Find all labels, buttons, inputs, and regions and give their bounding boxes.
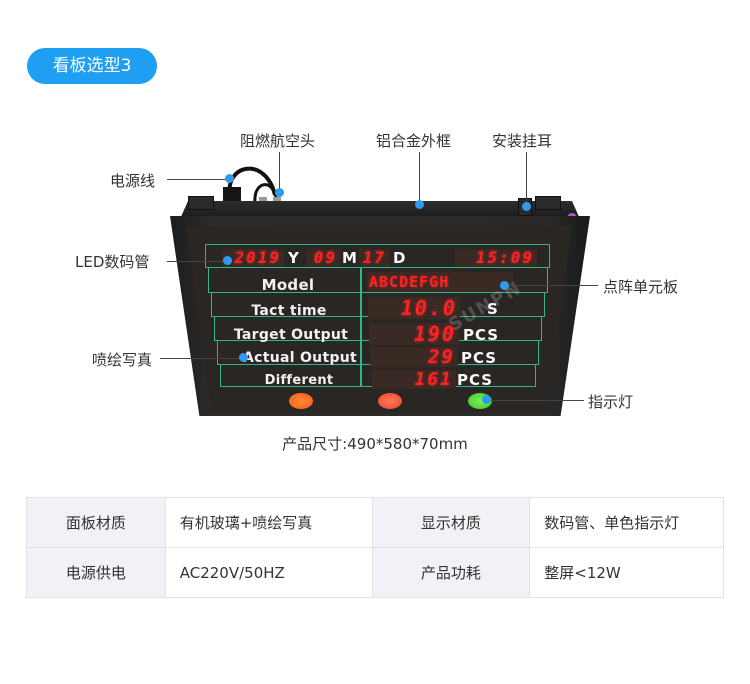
year-digits: 2019 [222, 249, 284, 267]
row-label-different: Different [264, 373, 334, 388]
spec-key: 面板材质 [26, 497, 166, 548]
callout-mounting-ear: 安装挂耳 [492, 132, 553, 150]
date-row [205, 244, 550, 268]
grid-row-1 [208, 268, 548, 293]
spec-value: 有机玻璃+喷绘写真 [164, 497, 373, 548]
leader-line [419, 152, 420, 204]
callout-aluminum-frame: 铝合金外框 [376, 132, 452, 150]
row-label-target-output: Target Output [233, 327, 349, 343]
month-unit: M [342, 249, 358, 267]
callout-led-digit-tube: LED数码管 [75, 253, 150, 271]
indicator-lamp-red [378, 393, 402, 409]
marker-dot [482, 395, 491, 404]
leader-line [279, 152, 280, 190]
marker-dot [500, 281, 509, 290]
callout-power-cord: 电源线 [110, 172, 156, 190]
tact-time-digits: 10.0 [368, 297, 460, 319]
month-digits: 09 [306, 249, 340, 267]
callout-dot-matrix-board: 点阵单元板 [603, 278, 679, 296]
leader-line [508, 285, 598, 286]
product-dimensions: 产品尺寸:490*580*70mm [282, 435, 468, 453]
callout-indicator-light: 指示灯 [588, 393, 634, 411]
day-unit: D [393, 249, 407, 267]
spec-key: 产品功耗 [371, 547, 531, 598]
year-unit: Y [288, 249, 300, 267]
leader-line [160, 358, 240, 359]
different-digits: 161 [372, 370, 456, 389]
leader-line [167, 261, 227, 262]
different-unit: PCS [457, 371, 494, 389]
mounting-ear-right [535, 196, 561, 210]
marker-dot [239, 353, 248, 362]
marker-dot [522, 202, 531, 211]
spec-value: AC220V/50HZ [164, 547, 373, 598]
spec-key: 电源供电 [26, 547, 166, 598]
callout-inkjet-print: 喷绘写真 [92, 351, 153, 369]
actual-output-unit: PCS [461, 349, 498, 367]
marker-dot [225, 174, 234, 183]
marker-dot [415, 200, 424, 209]
day-digits: 17 [359, 249, 389, 267]
actual-output-digits: 29 [370, 347, 458, 367]
spec-row: 电源供电 AC220V/50HZ 产品功耗 整屏<12W [26, 547, 724, 598]
tact-time-unit: S [487, 300, 499, 318]
time-digits: 15:09 [455, 249, 537, 267]
marker-dot [275, 188, 284, 197]
grid-divider [360, 268, 362, 387]
model-tag: 看板选型3 [27, 48, 157, 84]
callout-aviation-connector: 阻燃航空头 [240, 132, 316, 150]
spec-table: 面板材质 有机玻璃+喷绘写真 显示材质 数码管、单色指示灯 电源供电 AC220… [26, 497, 724, 598]
spec-key: 显示材质 [371, 497, 531, 548]
spec-value: 数码管、单色指示灯 [529, 497, 724, 548]
mounting-ear-left [188, 196, 214, 210]
leader-line [167, 179, 229, 180]
indicator-lamp-orange [289, 393, 313, 409]
row-label-model: Model [261, 276, 315, 294]
row-label-tact-time: Tact time [251, 303, 327, 319]
spec-row: 面板材质 有机玻璃+喷绘写真 显示材质 数码管、单色指示灯 [26, 497, 724, 548]
target-output-digits: 190 [369, 323, 459, 345]
top-frame [180, 201, 580, 219]
target-output-unit: PCS [463, 326, 500, 344]
spec-value: 整屏<12W [529, 547, 724, 598]
marker-dot [223, 256, 232, 265]
model-dot-matrix: ABCDEFGH [367, 272, 513, 292]
row-label-actual-output: Actual Output [242, 350, 358, 366]
leader-line [490, 400, 584, 401]
leader-line [526, 152, 527, 204]
